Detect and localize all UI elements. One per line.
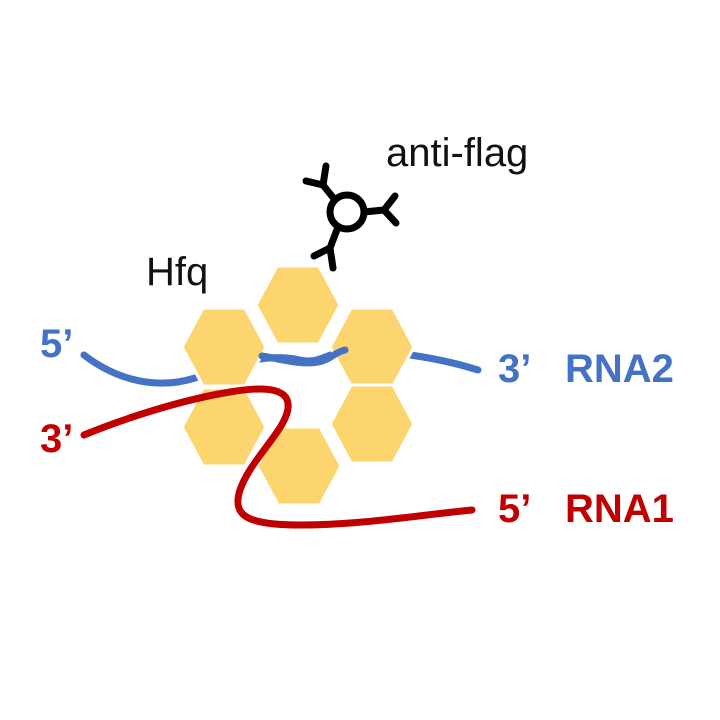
hfq-subunit-lower-right xyxy=(328,383,416,465)
antibody-arm-upper-left xyxy=(302,162,339,204)
hfq-label: Hfq xyxy=(146,250,208,294)
rna1-three-prime-label: 3’ xyxy=(40,417,73,461)
rna1-strand xyxy=(80,385,476,529)
hfq-subunit-upper-left xyxy=(180,306,268,388)
antibody-arm-right xyxy=(360,192,400,227)
hfq-subunit-top xyxy=(254,264,342,346)
rna2-strand xyxy=(80,346,482,387)
hfq-hexamer-ring xyxy=(180,264,416,507)
rna1-name-label: RNA1 xyxy=(565,487,674,531)
rna2-strand-front xyxy=(258,346,349,367)
antibody-label: anti-flag xyxy=(386,131,528,175)
rna2-five-prime-label: 5’ xyxy=(40,322,73,366)
hfq-subunit-lower-left xyxy=(180,386,268,468)
rna2-three-prime-label: 3’ xyxy=(498,347,531,391)
rna1-five-prime-label: 5’ xyxy=(498,487,531,531)
rna2-name-label: RNA2 xyxy=(565,347,674,391)
antibody-arm-bottom xyxy=(310,223,342,272)
antibody-y-shape-icon xyxy=(302,162,400,272)
